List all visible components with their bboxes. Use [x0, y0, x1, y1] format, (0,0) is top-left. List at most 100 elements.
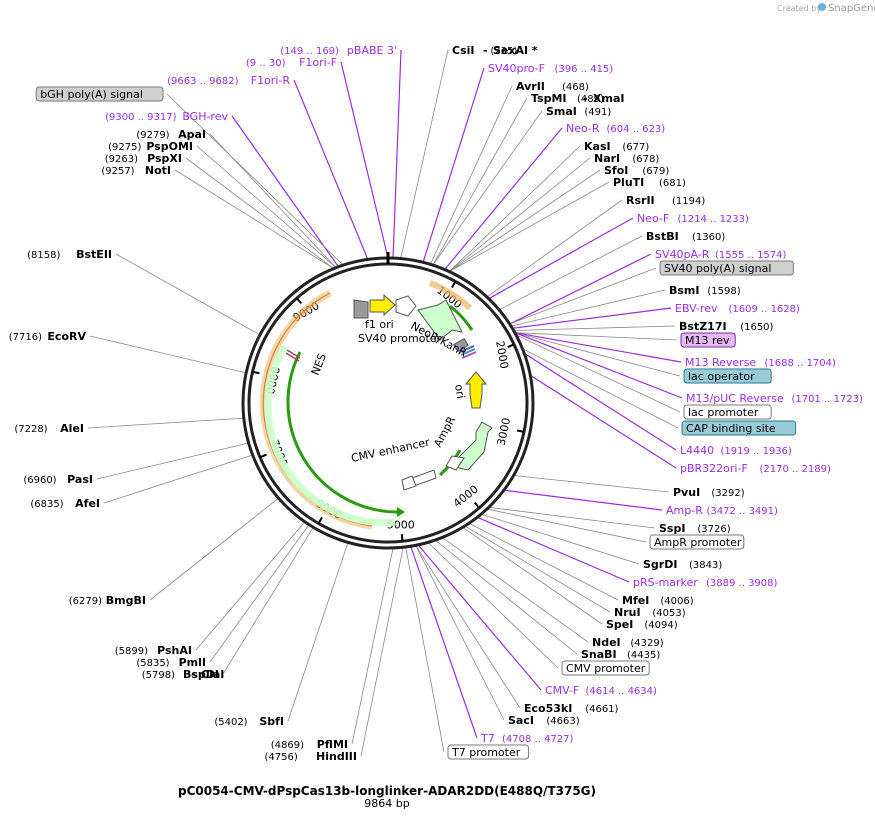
label-position: (9279): [136, 130, 169, 141]
primer-sv40pro-f: SV40pro-F(396 .. 415): [488, 62, 613, 75]
site-kasi: KasI(677): [584, 140, 649, 153]
leader-line: [477, 516, 630, 583]
ruler-tick-mark: [473, 501, 480, 509]
label-prefix: -: [483, 44, 488, 57]
leader-line: [512, 307, 672, 329]
label-name: CMV-F: [545, 684, 579, 697]
label-name: SacI: [508, 714, 534, 727]
green-cds-arrow: [397, 507, 405, 517]
leader-line: [231, 115, 339, 268]
label-name: BstBI: [646, 230, 679, 243]
site-hindiii: HindIII(4756): [265, 750, 357, 763]
snapgene-branding: Created by SnapGene: [777, 3, 875, 14]
label-position: (1701 .. 1723): [792, 394, 864, 405]
primer-m13-puc-reverse: M13/pUC Reverse(1701 .. 1723): [686, 392, 863, 405]
site-snabi: SnaBI(4435): [581, 648, 660, 661]
label-position: (1609 .. 1628): [729, 304, 801, 315]
created-by-text: Created by: [777, 4, 821, 13]
label-position: (4094): [644, 620, 677, 631]
site-bmgbi: BmgBI(6279): [69, 594, 146, 607]
label-position: (1360): [692, 232, 725, 243]
site-sexai: -SexAI *: [483, 44, 538, 57]
leader-line: [468, 522, 619, 601]
site-sgrdi: SgrDI(3843): [643, 558, 722, 571]
site-saci: SacI (4663): [508, 714, 580, 727]
leader-line: [115, 253, 261, 336]
feature-box-label: SV40 poly(A) signal: [664, 262, 771, 275]
label-name: EBV-rev: [675, 302, 718, 315]
leader-line: [462, 526, 603, 625]
feature-box-label: AmpR promoter: [654, 536, 742, 549]
plasmid-size: 9864 bp: [364, 797, 409, 810]
label-name: HindIII: [316, 750, 357, 763]
label-position: (5798): [142, 670, 175, 681]
primer-pbabe-3: pBABE 3'(149 .. 169): [280, 44, 397, 57]
lac-operator-mark: [460, 348, 476, 356]
leader-line: [509, 253, 652, 325]
sv40-promoter-label: SV40 promoter: [358, 332, 442, 345]
site-eco53ki: Eco53kI(4661): [524, 702, 619, 715]
leader-line: [442, 537, 589, 643]
leader-line: [415, 545, 521, 709]
leader-line: [488, 217, 634, 300]
leader-line: [514, 332, 682, 363]
site-bsteii: BstEII(8158): [27, 248, 112, 261]
label-position: (7716): [9, 332, 42, 343]
label-position: (9263): [105, 154, 138, 165]
ori-label: ori: [452, 383, 467, 399]
leader-line: [422, 67, 485, 263]
site-clai: -ClaI: [191, 668, 224, 681]
site-nrui: NruI(4053): [614, 606, 686, 619]
feature-box: [659, 260, 794, 276]
site-pmli: PmlI(5835): [136, 656, 206, 669]
label-position: (7228): [14, 424, 47, 435]
label-position: (468): [562, 82, 589, 93]
label-position: (9 .. 30): [246, 58, 286, 69]
site-apai: ApaI(9279): [136, 128, 206, 141]
primer-pbr322ori-f: pBR322ori-F(2170 .. 2189): [680, 462, 831, 475]
f1-ori-label: f1 ori: [365, 318, 394, 331]
label-position: (9663 .. 9682): [167, 76, 239, 87]
cmv-promoter-feature: [401, 475, 417, 491]
ruler-tick-mark: [317, 516, 323, 524]
leader-line: [103, 454, 253, 504]
site-pspxi: PspXI (9263): [105, 152, 182, 165]
feature-t7-promoter: T7 promoter: [447, 744, 530, 760]
label-position: (9275): [108, 142, 141, 153]
site-sbfi: SbfI(5402): [214, 715, 284, 728]
label-name: F1ori-F: [299, 56, 337, 69]
plasmid-title: pC0054-CMV-dPspCas13b-longlinker-ADAR2DD…: [178, 784, 596, 810]
site-sspi: SspI(3726): [659, 522, 731, 535]
label-position: (1214 .. 1233): [678, 214, 750, 225]
leader-line: [530, 374, 677, 469]
label-name: PspXI: [147, 152, 182, 165]
snapgene-name: SnapGene: [828, 3, 875, 14]
leader-line: [340, 61, 389, 259]
leader-line: [287, 542, 349, 722]
label-name: ClaI: [201, 668, 224, 681]
ruler-tick-mark: [252, 370, 260, 375]
site-tspmi: TspMI(489): [531, 92, 604, 105]
site-ecorv: EcoRV(7716): [9, 330, 87, 343]
label-position: (4053): [652, 608, 685, 619]
ruler-tick-mark: [296, 297, 303, 305]
ruler-tick-label: 2000: [493, 340, 511, 370]
site-pvui: PvuI(3292): [673, 486, 745, 499]
cmv-enhancer-label: CMV enhancer: [350, 435, 431, 464]
green-neo-arc: [449, 304, 474, 331]
ruler-tick-mark: [507, 343, 515, 349]
feature-box-label: lac operator: [688, 370, 755, 383]
site-pspomi: PspOMI(9275): [108, 140, 193, 153]
label-position: (2170 .. 2189): [760, 464, 832, 475]
leader-line: [488, 506, 656, 529]
leader-line: [196, 145, 337, 268]
leader-line: [481, 513, 640, 565]
label-name: SV40pro-F: [488, 62, 545, 75]
leader-line: [464, 525, 611, 613]
leader-line: [351, 547, 394, 745]
label-position: (4663): [546, 716, 579, 727]
leader-line: [449, 145, 581, 272]
leader-line: [417, 544, 542, 691]
label-name: NotI: [145, 164, 171, 177]
ruler-tick-mark: [451, 280, 457, 289]
